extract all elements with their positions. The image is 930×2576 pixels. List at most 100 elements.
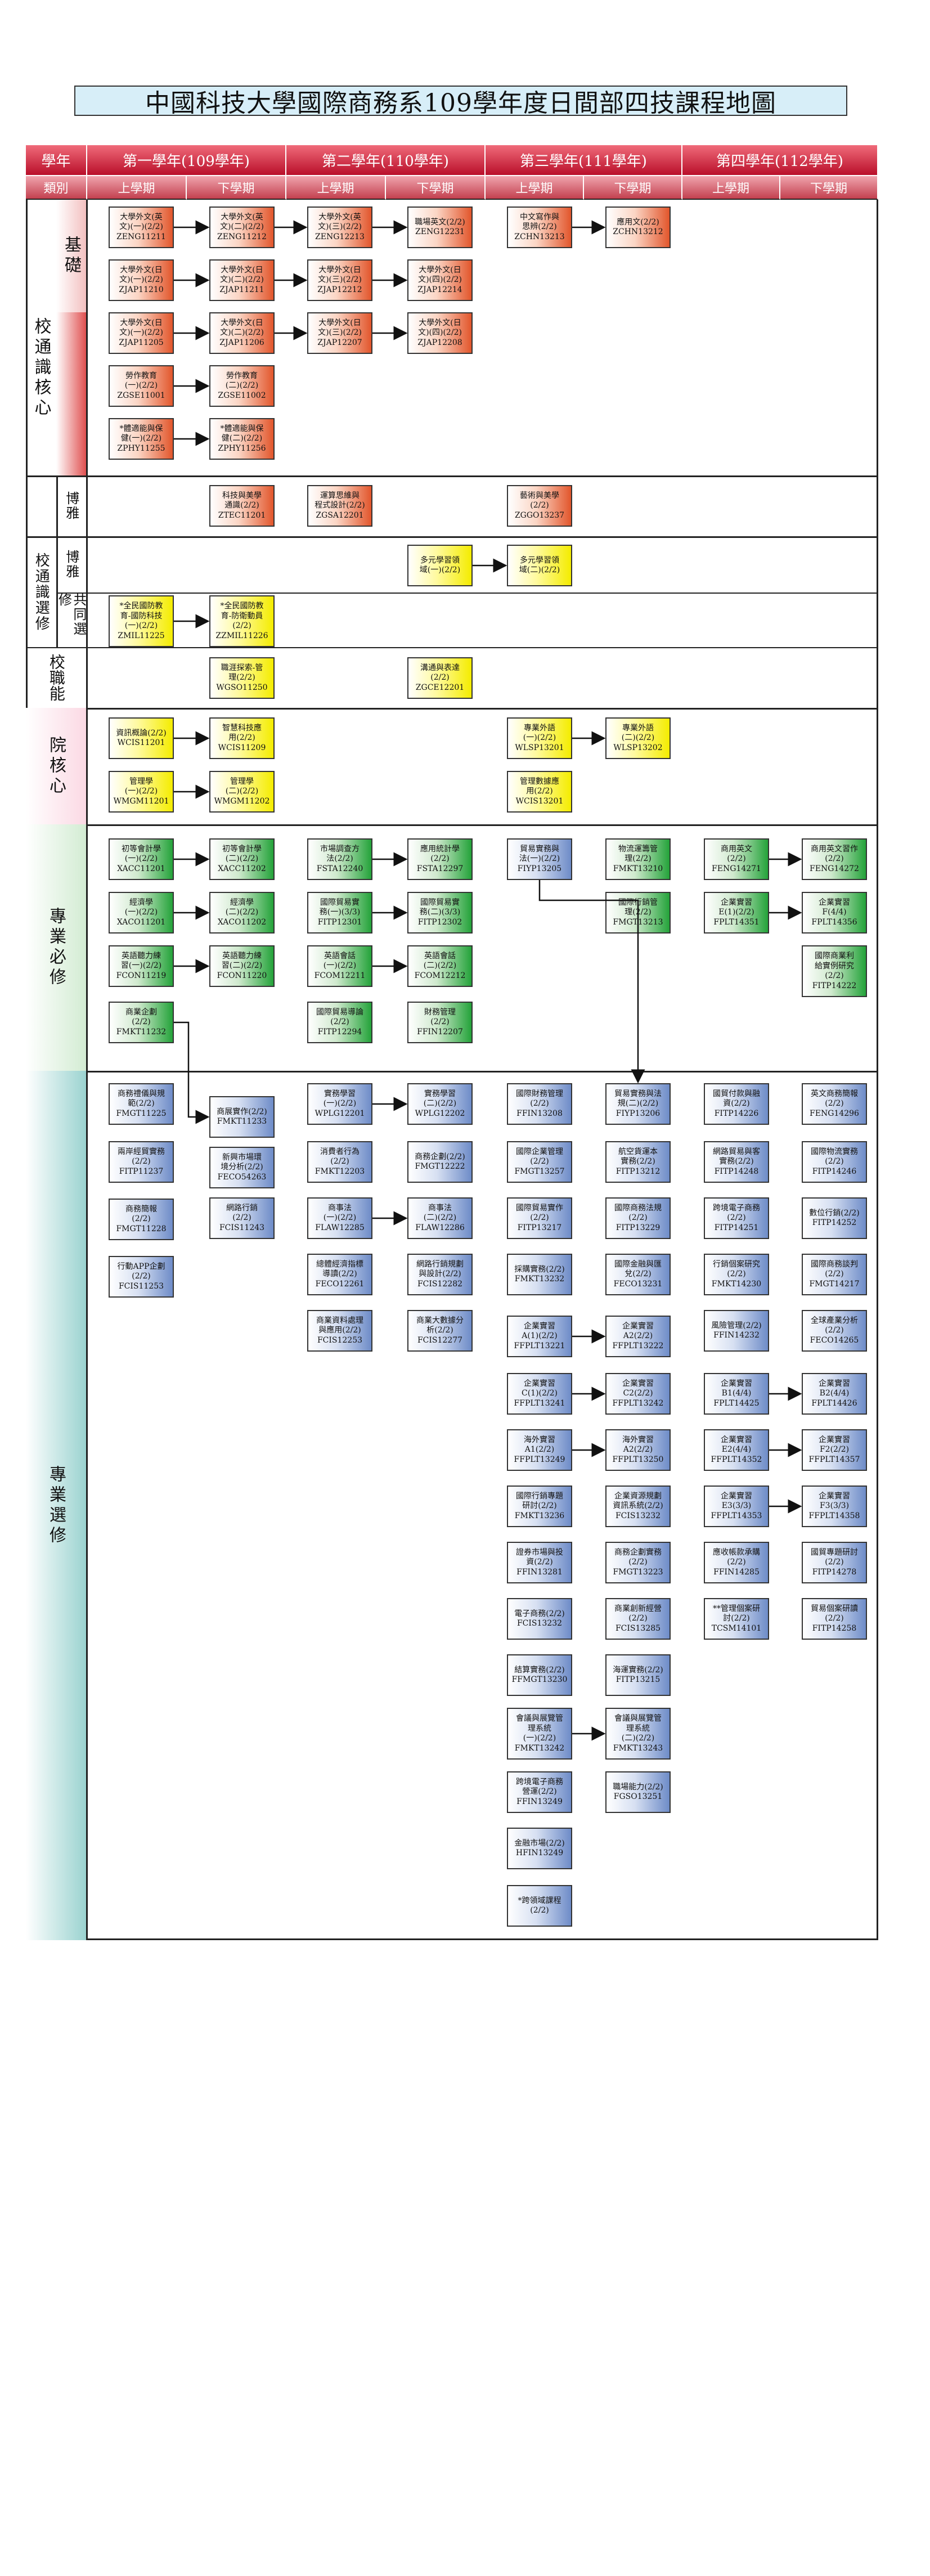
course-box[interactable]: 企業資源規劃 資訊系統(2/2) FCIS13232 [605,1486,671,1527]
course-box[interactable]: 資訊概論(2/2) WCIS11201 [109,717,174,759]
course-box[interactable]: 海外實習 A2(2/2) FFPLT13250 [605,1429,671,1471]
course-box[interactable]: 企業實習 C(1)(2/2) FFPLT13241 [507,1373,572,1415]
course-box[interactable]: 結算實務(2/2) FFMGT13230 [507,1654,572,1696]
course-box[interactable]: 實務學習 (二)(2/2) WPLG12202 [407,1083,473,1125]
course-box[interactable]: 會議與展覽管 理系統 (一)(2/2) FMKT13242 [507,1708,572,1760]
course-box[interactable]: *全民國防教 育-防衛動員 (2/2) ZZMIL11226 [209,595,275,647]
course-box[interactable]: 應用文(2/2) ZCHN13212 [605,207,671,248]
course-box[interactable]: 企業實習 A(1)(2/2) FFPLT13221 [507,1316,572,1357]
course-box[interactable]: 國際行銷專題 研討(2/2) FMKT13236 [507,1486,572,1527]
course-box[interactable]: 風險管理(2/2) FFIN14232 [704,1310,769,1352]
course-box[interactable]: 商用英文習作 (2/2) FENG14272 [802,838,867,880]
course-box[interactable]: 新興市場環 境分析(2/2) FECO54263 [209,1147,275,1188]
course-box[interactable]: 跨境電子商務 (2/2) FITP14251 [704,1197,769,1239]
course-box[interactable]: 網路行銷 (2/2) FCIS11243 [209,1197,275,1239]
course-box[interactable]: 海外實習 A1(2/2) FFPLT13249 [507,1429,572,1471]
course-box[interactable]: 企業實習 F3(3/3) FFPLT14358 [802,1486,867,1527]
course-box[interactable]: 經濟學 (一)(2/2) XACO11201 [109,892,174,934]
course-box[interactable]: 應用統計學 (2/2) FSTA12297 [407,838,473,880]
course-box[interactable]: 國際貿易實 務(一)(3/3) FITP12301 [307,892,372,934]
course-box[interactable]: 國際企業管理 (2/2) FMGT13257 [507,1141,572,1183]
course-box[interactable]: *全民國防教 育-國防科技 (一)(2/2) ZMIL11225 [109,595,174,647]
course-box[interactable]: 大學外文(英 文)(二)(2/2) ZENG11212 [209,207,275,248]
course-box[interactable]: *跨領域課程 (2/2) [507,1885,572,1927]
course-box[interactable]: 金融市場(2/2) HFIN13249 [507,1828,572,1869]
course-box[interactable]: 企業實習 B1(4/4) FPLT14425 [704,1373,769,1415]
course-box[interactable]: 大學外文(英 文)(三)(2/2) ZENG12213 [307,207,372,248]
course-box[interactable]: 大學外文(日 文)(三)(2/2) ZJAP12212 [307,259,372,301]
course-box[interactable]: 企業實習 E3(3/3) FFPLT14353 [704,1486,769,1527]
course-box[interactable]: 專業外語 (二)(2/2) WLSP13202 [605,717,671,759]
course-box[interactable]: 電子商務(2/2) FCIS13232 [507,1598,572,1640]
course-box[interactable]: 多元學習領 域(一)(2/2) [407,545,473,586]
course-box[interactable]: 網路行銷規劃 與設計(2/2) FCIS12282 [407,1254,473,1295]
course-box[interactable]: 大學外文(英 文)(一)(2/2) ZENG11211 [109,207,174,248]
course-box[interactable]: 國際財務管理 (2/2) FFIN13208 [507,1083,572,1125]
course-box[interactable]: 英語聽力練 習(一)(2/2) FCON11219 [109,945,174,987]
course-box[interactable]: 智慧科技應 用(2/2) WCIS11209 [209,717,275,759]
course-box[interactable]: 專業外語 (一)(2/2) WLSP13201 [507,717,572,759]
course-box[interactable]: 實務學習 (一)(2/2) WPLG12201 [307,1083,372,1125]
course-box[interactable]: 應收帳款承購 (2/2) FFIN14285 [704,1542,769,1583]
course-box[interactable]: 大學外文(日 文)(四)(2/2) ZJAP12208 [407,312,473,354]
course-box[interactable]: 藝術與美學 (2/2) ZGGO13237 [507,485,572,527]
course-box[interactable]: 總體經濟指標 導讀(2/2) FECO12261 [307,1254,372,1295]
course-box[interactable]: 商事法 (一)(2/2) FLAW12285 [307,1197,372,1239]
course-box[interactable]: 商務簡報 (2/2) FMGT11228 [109,1199,174,1240]
course-box[interactable]: 市場調查方 法(2/2) FSTA12240 [307,838,372,880]
course-box[interactable]: 多元學習領 域(二)(2/2) [507,545,572,586]
course-box[interactable]: 企業實習 F2(2/2) FFPLT14357 [802,1429,867,1471]
course-box[interactable]: 國際貿易實 務(二)(3/3) FITP12302 [407,892,473,934]
course-box[interactable]: 企業實習 F(4/4) FPLT14356 [802,892,867,934]
course-box[interactable]: 初等會計學 (一)(2/2) XACC11201 [109,838,174,880]
course-box[interactable]: 數位行銷(2/2) FITP14252 [802,1197,867,1239]
course-box[interactable]: 財務管理 (2/2) FFIN12207 [407,1002,473,1043]
course-box[interactable]: 中文寫作與 思辨(2/2) ZCHN13213 [507,207,572,248]
course-box[interactable]: 職場英文(2/2) ZENG12231 [407,207,473,248]
course-box[interactable]: 運算思維與 程式設計(2/2) ZGSA12201 [307,485,372,527]
course-box[interactable]: *體適能與保 健(二)(2/2) ZPHY11256 [209,418,275,460]
course-box[interactable]: 大學外文(日 文)(二)(2/2) ZJAP11211 [209,259,275,301]
course-box[interactable]: 海運實務(2/2) FITP13215 [605,1654,671,1696]
course-box[interactable]: 大學外文(日 文)(一)(2/2) ZJAP11205 [109,312,174,354]
course-box[interactable]: 職場能力(2/2) FGSO13251 [605,1771,671,1813]
course-box[interactable]: 國際物流實務 (2/2) FITP14246 [802,1141,867,1183]
course-box[interactable]: 大學外文(日 文)(四)(2/2) ZJAP12214 [407,259,473,301]
course-box[interactable]: 商務企劃(2/2) FMGT12222 [407,1141,473,1183]
course-box[interactable]: 物流運籌管 理(2/2) FMKT13210 [605,838,671,880]
course-box[interactable]: *體適能與保 健(一)(2/2) ZPHY11255 [109,418,174,460]
course-box[interactable]: 英文商務簡報 (2/2) FENG14296 [802,1083,867,1125]
course-box[interactable]: 國際金融與匯 兌(2/2) FECO13231 [605,1254,671,1295]
course-box[interactable]: 溝通與表達 (2/2) ZGCE12201 [407,657,473,699]
course-box[interactable]: 證券市場與投 資(2/2) FFIN13281 [507,1542,572,1583]
course-box[interactable]: 科技與美學 通識(2/2) ZTEC11201 [209,485,275,527]
course-box[interactable]: 企業實習 A2(2/2) FFPLT13222 [605,1316,671,1357]
course-box[interactable]: 商務企劃實務 (2/2) FMGT13223 [605,1542,671,1583]
course-box[interactable]: 大學外文(日 文)(二)(2/2) ZJAP11206 [209,312,275,354]
course-box[interactable]: 消費者行為 (2/2) FMKT12203 [307,1141,372,1183]
course-box[interactable]: 貿易實務與法 規(二)(2/2) FIYP13206 [605,1083,671,1125]
course-box[interactable]: 商用英文 (2/2) FENG14271 [704,838,769,880]
course-box[interactable]: 商業資料處理 與應用(2/2) FCIS12253 [307,1310,372,1352]
course-box[interactable]: 大學外文(日 文)(一)(2/2) ZJAP11210 [109,259,174,301]
course-box[interactable]: 跨境電子商務 營運(2/2) FFIN13249 [507,1771,572,1813]
course-box[interactable]: 行動APP企劃 (2/2) FCIS11253 [109,1256,174,1298]
course-box[interactable]: 企業實習 B2(4/4) FPLT14426 [802,1373,867,1415]
course-box[interactable]: 國際貿易導論 (2/2) FITP12294 [307,1002,372,1043]
course-box[interactable]: 國際貿易實作 (2/2) FITP13217 [507,1197,572,1239]
course-box[interactable]: 管理學 (一)(2/2) WMGM11201 [109,771,174,813]
course-box[interactable]: 航空貨運本 實務(2/2) FITP13212 [605,1141,671,1183]
course-box[interactable]: 貿易實務與 法(一)(2/2) FIYP13205 [507,838,572,880]
course-box[interactable]: 全球產業分析 (2/2) FECO14265 [802,1310,867,1352]
course-box[interactable]: **管理個案研 討(2/2) TCSM14101 [704,1598,769,1640]
course-box[interactable]: 英語會話 (二)(2/2) FCOM12212 [407,945,473,987]
course-box[interactable]: 兩岸經貿實務 (2/2) FITP11237 [109,1141,174,1183]
course-box[interactable]: 商業企劃 (2/2) FMKT11232 [109,1002,174,1043]
course-box[interactable]: 企業實習 E(1)(2/2) FPLT14351 [704,892,769,934]
course-box[interactable]: 行銷個案研究 (2/2) FMKT14230 [704,1254,769,1295]
course-box[interactable]: 英語會話 (一)(2/2) FCOM12211 [307,945,372,987]
course-box[interactable]: 國貿付款與融 資(2/2) FITP14226 [704,1083,769,1125]
course-box[interactable]: 勞作教育 (二)(2/2) ZGSE11002 [209,365,275,407]
course-box[interactable]: 國貿專題研討 (2/2) FITP14278 [802,1542,867,1583]
course-box[interactable]: 勞作教育 (一)(2/2) ZGSE11001 [109,365,174,407]
